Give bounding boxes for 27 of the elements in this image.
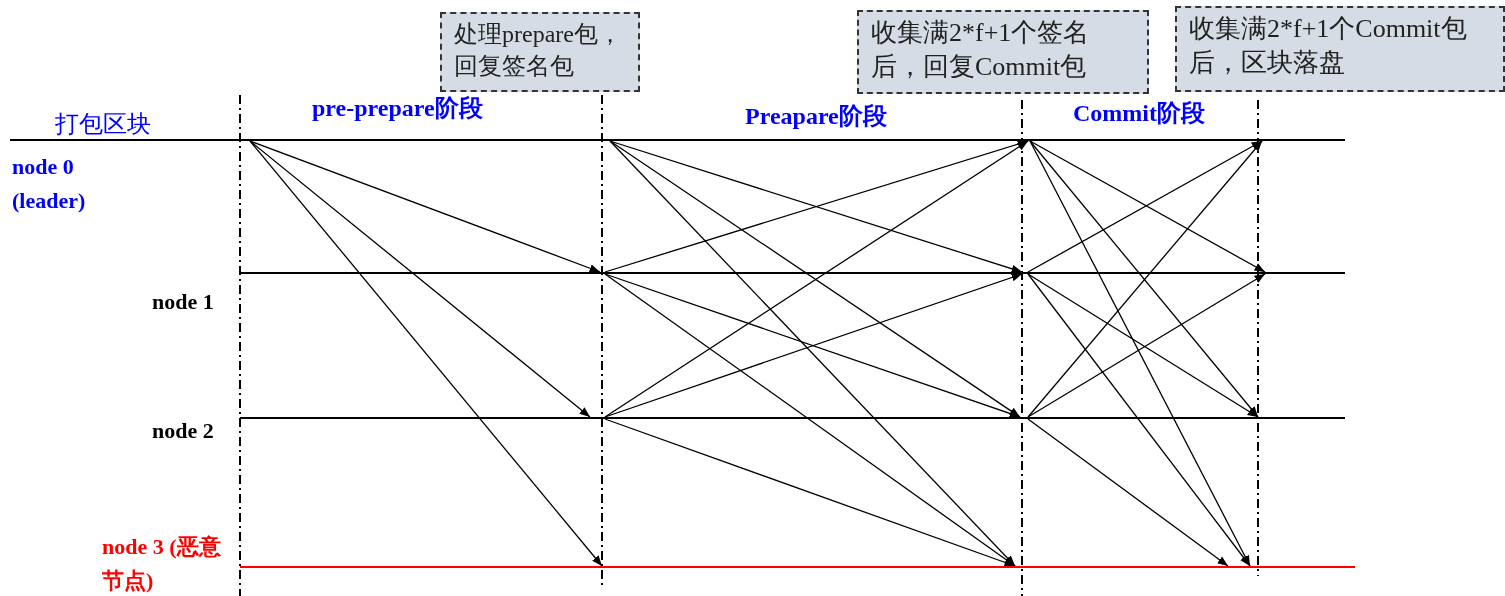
message-arrow (604, 273, 1016, 567)
message-arrow (1027, 418, 1229, 567)
note-text: 处理prepare包，回复签名包 (454, 20, 623, 81)
phase-label: Commit阶段 (1073, 99, 1205, 128)
note-box (1175, 6, 1505, 92)
phase-label: Preapare阶段 (745, 102, 887, 131)
node-label: node 1 (152, 288, 215, 316)
node-label: node 3 (恶意节点) (102, 533, 222, 595)
message-arrow (249, 140, 603, 567)
phase-label: pre-prepare阶段 (312, 94, 483, 123)
message-arrow (249, 140, 591, 418)
message-arrow (249, 140, 601, 273)
lifeline (10, 139, 1345, 141)
lifeline (240, 272, 1345, 274)
note-text: 收集满2*f+1个签名后，回复Commit包 (871, 17, 1091, 83)
phase-label: 打包区块 (55, 110, 151, 139)
message-arrow (1027, 273, 1251, 567)
message-arrow (1029, 140, 1251, 567)
lifeline (240, 566, 1355, 568)
node-label: node 2 (152, 417, 215, 445)
note-text: 收集满2*f+1个Commit包后，区块落盘 (1189, 13, 1468, 79)
node-label: node 0 (leader) (12, 153, 87, 215)
message-arrow (604, 418, 1016, 567)
note-box (440, 12, 640, 92)
message-arrow (609, 140, 1016, 567)
lifeline (240, 417, 1345, 419)
note-box (857, 10, 1149, 94)
